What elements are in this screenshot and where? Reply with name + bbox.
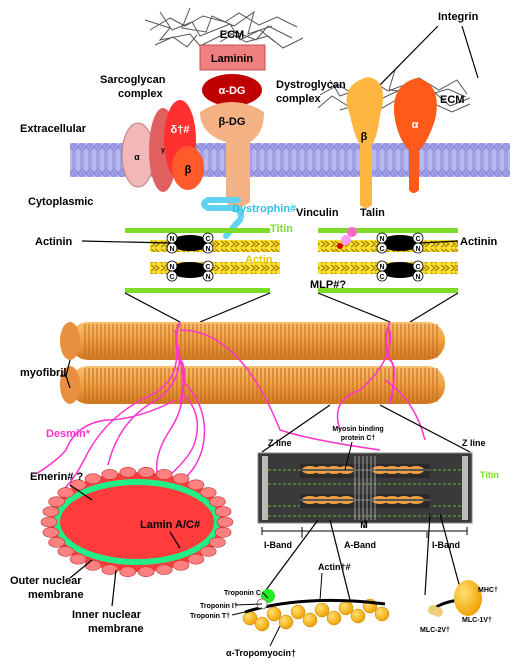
mhc-label: MHC† xyxy=(478,587,498,594)
outer-membrane-label-2: membrane xyxy=(28,589,84,601)
sg-beta-label: β xyxy=(185,164,192,176)
integrin-alpha xyxy=(393,78,437,193)
sg-alpha-label: α xyxy=(134,152,140,162)
dystrophin-label: Dystrophin# xyxy=(232,203,296,215)
nc-letter: N xyxy=(415,274,420,281)
z-line-label-right: Z line xyxy=(462,438,486,448)
ecm-label-right: ECM xyxy=(440,94,464,106)
outer-membrane-label-1: Outer nuclear xyxy=(10,575,82,587)
vinculin-label: Vinculin xyxy=(296,207,339,219)
troponin-i-label: Troponin I† xyxy=(200,603,238,610)
nc-letter: N xyxy=(169,246,174,253)
extracellular-label: Extracellular xyxy=(20,123,87,135)
nc-letter: N xyxy=(205,274,210,281)
nc-letter: N xyxy=(379,236,384,243)
mybpc-label-1: Myosin binding xyxy=(332,426,383,433)
a-band-label: A-Band xyxy=(344,540,376,550)
myofibril-bundle xyxy=(60,321,445,405)
nc-letter: C xyxy=(379,246,384,253)
z-disc-left xyxy=(125,228,280,293)
z-line-label-left: Z line xyxy=(268,438,292,448)
sg-gamma-label: γ xyxy=(161,147,165,154)
dystroglycan-complex-label-2: complex xyxy=(276,93,322,105)
talin-label: Talin xyxy=(360,207,385,219)
dystroglycan-complex-label-1: Dystroglycan xyxy=(276,79,346,91)
emerin-label: Emerin# ? xyxy=(30,471,83,483)
sarcoglycan-complex-label-2: complex xyxy=(118,88,164,100)
mybpc-label-2: protein C† xyxy=(341,435,376,442)
myofibril-label: myofibril xyxy=(20,367,66,379)
inner-membrane-pointer xyxy=(111,569,117,607)
i-band-label-right: I-Band xyxy=(432,540,460,550)
nc-letter: C xyxy=(379,274,384,281)
myofibril-pointer xyxy=(60,359,71,389)
titin-label-sarcomere: Titin xyxy=(480,470,499,480)
inner-membrane-label-2: membrane xyxy=(88,623,144,635)
ecm-label-top: ECM xyxy=(220,29,244,41)
sarcoglycan-beta xyxy=(172,146,204,190)
nc-letter: N xyxy=(205,246,210,253)
nc-letter: C xyxy=(205,264,210,271)
laminin-block xyxy=(199,44,266,71)
beta-dg-label: β-DG xyxy=(219,116,246,128)
titin-label-left: Titin xyxy=(270,223,293,235)
alpha-dg xyxy=(202,74,262,106)
outer-membrane-pointer xyxy=(69,559,93,579)
nc-letter: C xyxy=(205,236,210,243)
nc-letter: N xyxy=(379,264,384,271)
sg-delta-label: δ†# xyxy=(171,124,190,136)
cytoplasmic-label: Cytoplasmic xyxy=(28,196,93,208)
troponin-c-label: Troponin C xyxy=(224,590,261,597)
nc-letter: C xyxy=(415,264,420,271)
integrin-pointer-2 xyxy=(461,25,479,79)
integrin-beta-label: β xyxy=(361,131,368,143)
laminin-label: Laminin xyxy=(211,53,253,65)
sarcomere xyxy=(257,452,473,524)
zoom-lines-top xyxy=(124,292,459,323)
lamin-pointer xyxy=(169,531,181,549)
myosin-heavy-chain xyxy=(428,580,482,617)
mlc-1v-label: MLC-1V† xyxy=(462,617,492,624)
integrin-label: Integrin xyxy=(438,11,479,23)
mlc-2v-label: MLC-2V† xyxy=(420,627,450,634)
nc-letter: N xyxy=(169,264,174,271)
actinin-label-right: Actinin xyxy=(460,236,498,248)
band-brackets xyxy=(261,520,468,538)
nc-letter: C xyxy=(169,274,174,281)
actin-label-left: Actin xyxy=(245,254,273,266)
mybpc-pointer xyxy=(344,441,353,471)
beta-dg xyxy=(200,102,264,208)
nc-letter: C xyxy=(415,236,420,243)
ecm-fibers-top xyxy=(144,7,304,49)
sarcoglycan-complex-label-1: Sarcoglycan xyxy=(100,74,166,86)
nc-letter: N xyxy=(415,246,420,253)
integrin-alpha-label: α xyxy=(412,119,419,131)
dystrophin-strand xyxy=(201,197,244,239)
emerin-pointer xyxy=(69,484,93,501)
inner-membrane-label-1: Inner nuclear xyxy=(72,609,142,621)
alpha-dg-label: α-DG xyxy=(219,85,246,97)
actinin-label-left: Actinin xyxy=(35,236,73,248)
actinin-pointer-right xyxy=(419,240,459,244)
troponin-t-label: Troponin T† xyxy=(190,613,230,620)
integrin-pointer-1 xyxy=(369,25,439,96)
desmin-filaments xyxy=(35,329,426,489)
mlp-label: MLP#? xyxy=(310,279,346,291)
thin-filament xyxy=(231,572,390,647)
actinin-pointer-left xyxy=(81,240,171,244)
zoom-lines-bottom xyxy=(261,404,471,453)
nc-letter: N xyxy=(169,236,174,243)
i-band-label-left: I-Band xyxy=(264,540,292,550)
nucleus xyxy=(40,466,234,578)
lamin-label: Lamin A/C# xyxy=(140,519,200,531)
actin-thin-label: Actin†# xyxy=(318,562,351,572)
zoom-lines-filament xyxy=(265,513,467,611)
desmin-label: Desmin* xyxy=(46,428,91,440)
tropomyosin-label: α-Tropomyocin† xyxy=(226,648,296,658)
m-line-label: M xyxy=(360,520,368,530)
integrin-beta xyxy=(346,77,384,208)
